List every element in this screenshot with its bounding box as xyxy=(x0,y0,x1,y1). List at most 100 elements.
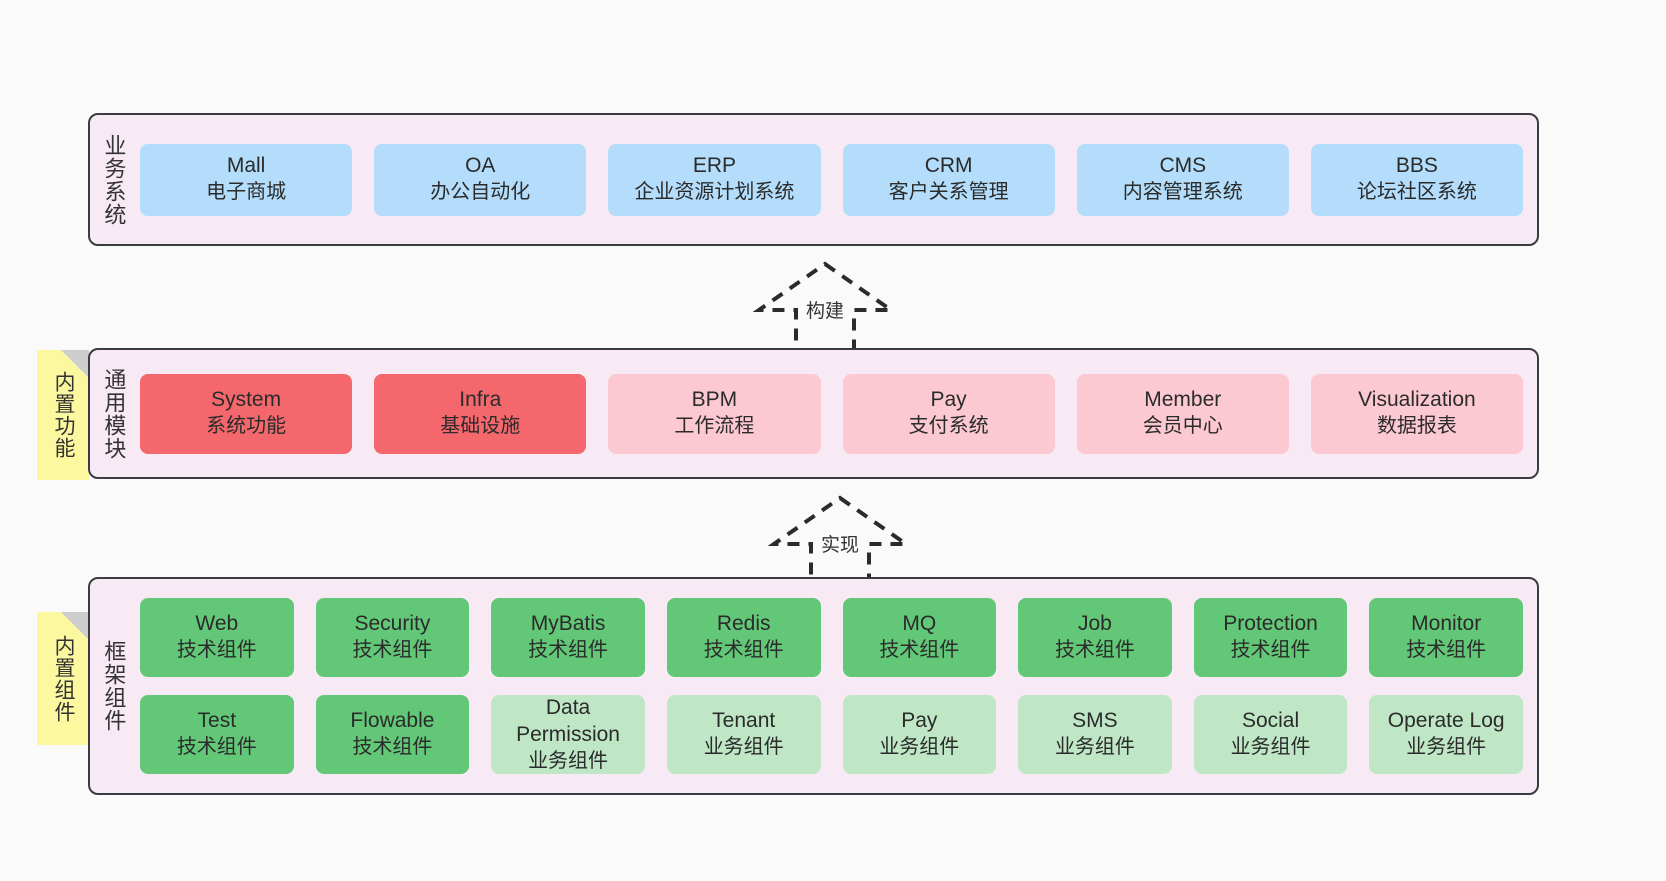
node-erp-desc: 企业资源计划系统 xyxy=(634,181,795,204)
band-common-modules-title: 通用模块 xyxy=(101,367,127,460)
connector-build: 构建 xyxy=(735,258,915,358)
node-crm[interactable]: CRM 客户关系管理 xyxy=(842,143,1055,216)
node-tenant-desc: 业务组件 xyxy=(703,736,784,759)
framework-node-row-1: Web 技术组件 Security 技术组件 MyBatis 技术组件 Redi… xyxy=(140,598,1523,677)
node-social[interactable]: Social 业务组件 xyxy=(1193,695,1348,774)
band-business-systems: 业务系统 Mall 电子商城 OA 办公自动化 ERP 企业资源计划系统 CRM xyxy=(88,113,1539,246)
band-framework-components-body: Web 技术组件 Security 技术组件 MyBatis 技术组件 Redi… xyxy=(136,579,1537,793)
framework-node-row-2: Test 技术组件 Flowable 技术组件 Data Permission … xyxy=(140,695,1523,774)
node-erp-name: ERP xyxy=(692,154,737,178)
node-pay-component-desc: 业务组件 xyxy=(879,736,960,759)
node-system-name: System xyxy=(211,388,282,412)
node-test-desc: 技术组件 xyxy=(176,736,257,759)
node-system-desc: 系统功能 xyxy=(206,415,287,438)
node-operate-log[interactable]: Operate Log 业务组件 xyxy=(1369,695,1523,774)
node-redis-name: Redis xyxy=(716,612,771,636)
node-oa[interactable]: OA 办公自动化 xyxy=(374,143,587,216)
node-visualization-name: Visualization xyxy=(1358,388,1476,412)
node-bbs[interactable]: BBS 论坛社区系统 xyxy=(1310,143,1524,216)
node-mq-name: MQ xyxy=(902,612,937,636)
node-member[interactable]: Member 会员中心 xyxy=(1076,373,1289,454)
node-tenant-name: Tenant xyxy=(712,709,776,733)
sticky-fold-icon xyxy=(61,350,89,378)
node-mall[interactable]: Mall 电子商城 xyxy=(140,143,353,216)
node-job-desc: 技术组件 xyxy=(1054,639,1135,662)
node-job-name: Job xyxy=(1078,612,1112,636)
node-bbs-name: BBS xyxy=(1395,154,1438,178)
node-pay-module-name: Pay xyxy=(930,388,967,412)
node-member-desc: 会员中心 xyxy=(1142,415,1223,438)
band-framework-components: 框架组件 Web 技术组件 Security 技术组件 MyBatis 技术组件… xyxy=(88,577,1539,795)
node-pay-component[interactable]: Pay 业务组件 xyxy=(842,695,997,774)
node-cms[interactable]: CMS 内容管理系统 xyxy=(1076,143,1289,216)
node-erp[interactable]: ERP 企业资源计划系统 xyxy=(608,143,821,216)
node-monitor-name: Monitor xyxy=(1411,612,1482,636)
sticky-fold-icon xyxy=(61,612,89,640)
node-infra-desc: 基础设施 xyxy=(440,415,521,438)
node-mybatis-desc: 技术组件 xyxy=(528,639,609,662)
node-sms-name: SMS xyxy=(1072,709,1118,733)
node-data-permission-desc: 业务组件 xyxy=(528,749,609,772)
node-data-permission-name: Data Permission xyxy=(516,695,620,746)
node-test-name: Test xyxy=(197,709,237,733)
band-common-modules-body: System 系统功能 Infra 基础设施 BPM 工作流程 Pay 支付系统… xyxy=(136,350,1537,477)
node-mybatis-name: MyBatis xyxy=(530,612,606,636)
node-mq[interactable]: MQ 技术组件 xyxy=(842,598,997,677)
node-bpm[interactable]: BPM 工作流程 xyxy=(608,373,821,454)
node-data-permission[interactable]: Data Permission 业务组件 xyxy=(491,695,645,774)
node-monitor-desc: 技术组件 xyxy=(1406,639,1487,662)
band-framework-components-title: 框架组件 xyxy=(101,640,127,732)
node-web[interactable]: Web 技术组件 xyxy=(140,598,294,677)
node-infra[interactable]: Infra 基础设施 xyxy=(374,373,587,454)
band-business-systems-body: Mall 电子商城 OA 办公自动化 ERP 企业资源计划系统 CRM 客户关系… xyxy=(136,115,1537,244)
node-member-name: Member xyxy=(1144,388,1222,412)
sticky-note-builtin-features: 内置功能 xyxy=(37,350,89,480)
node-redis[interactable]: Redis 技术组件 xyxy=(666,598,821,677)
node-system[interactable]: System 系统功能 xyxy=(140,373,353,454)
node-protection-desc: 技术组件 xyxy=(1230,639,1311,662)
node-social-desc: 业务组件 xyxy=(1230,736,1311,759)
node-protection-name: Protection xyxy=(1223,612,1318,636)
node-sms-desc: 业务组件 xyxy=(1054,736,1135,759)
node-pay-module-desc: 支付系统 xyxy=(908,415,989,438)
node-web-name: Web xyxy=(195,612,239,636)
sticky-note-builtin-components: 内置组件 xyxy=(37,612,89,745)
node-operate-log-name: Operate Log xyxy=(1387,709,1505,733)
node-bpm-name: BPM xyxy=(691,388,738,412)
node-mall-desc: 电子商城 xyxy=(206,181,287,204)
node-flowable-desc: 技术组件 xyxy=(352,736,433,759)
node-cms-name: CMS xyxy=(1159,154,1207,178)
node-pay-component-name: Pay xyxy=(901,709,938,733)
node-crm-name: CRM xyxy=(924,154,973,178)
connector-build-label: 构建 xyxy=(805,301,845,322)
node-operate-log-desc: 业务组件 xyxy=(1406,736,1487,759)
node-security[interactable]: Security 技术组件 xyxy=(315,598,470,677)
node-mall-name: Mall xyxy=(226,154,266,178)
band-business-systems-title: 业务系统 xyxy=(101,133,127,226)
node-web-desc: 技术组件 xyxy=(176,639,257,662)
node-sms[interactable]: SMS 业务组件 xyxy=(1018,695,1172,774)
node-job[interactable]: Job 技术组件 xyxy=(1018,598,1172,677)
node-security-desc: 技术组件 xyxy=(352,639,433,662)
node-mq-desc: 技术组件 xyxy=(879,639,960,662)
node-social-name: Social xyxy=(1241,709,1300,733)
node-security-name: Security xyxy=(354,612,431,636)
node-flowable[interactable]: Flowable 技术组件 xyxy=(315,695,470,774)
band-common-modules: 通用模块 System 系统功能 Infra 基础设施 BPM 工作流程 Pay xyxy=(88,348,1539,479)
node-cms-desc: 内容管理系统 xyxy=(1122,181,1243,204)
node-test[interactable]: Test 技术组件 xyxy=(140,695,294,774)
node-protection[interactable]: Protection 技术组件 xyxy=(1193,598,1348,677)
business-node-row: Mall 电子商城 OA 办公自动化 ERP 企业资源计划系统 CRM 客户关系… xyxy=(140,143,1524,216)
node-pay-module[interactable]: Pay 支付系统 xyxy=(842,373,1055,454)
node-bbs-desc: 论坛社区系统 xyxy=(1356,181,1477,204)
node-mybatis[interactable]: MyBatis 技术组件 xyxy=(491,598,645,677)
node-tenant[interactable]: Tenant 业务组件 xyxy=(666,695,821,774)
sticky-note-builtin-components-label: 内置组件 xyxy=(51,634,75,723)
node-visualization[interactable]: Visualization 数据报表 xyxy=(1310,373,1524,454)
sticky-note-builtin-features-label: 内置功能 xyxy=(51,371,75,459)
node-crm-desc: 客户关系管理 xyxy=(888,181,1009,204)
node-monitor[interactable]: Monitor 技术组件 xyxy=(1369,598,1523,677)
node-visualization-desc: 数据报表 xyxy=(1376,415,1457,438)
common-node-row: System 系统功能 Infra 基础设施 BPM 工作流程 Pay 支付系统… xyxy=(140,373,1524,454)
